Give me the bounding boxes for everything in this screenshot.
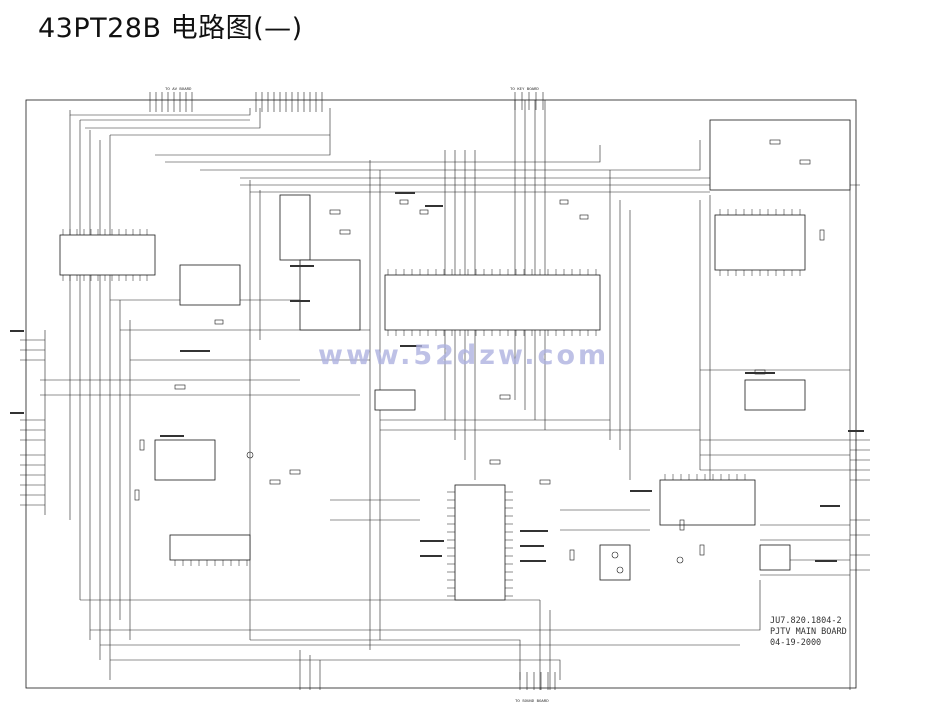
drawing-date: 04-19-2000: [770, 638, 821, 648]
passive-components: [134, 139, 825, 574]
drawing-number: JU7.820.1804-2: [770, 616, 842, 626]
connector-label-key: TO KEY BOARD: [510, 88, 539, 92]
wiring-traces: [20, 100, 870, 690]
board-name: PJTV MAIN BOARD: [770, 627, 847, 637]
page-title: 43PT28B 电路图(—): [38, 13, 303, 44]
ic-packages: [59, 119, 851, 601]
watermark-text: www.52dzw.com: [318, 340, 609, 371]
component-label-specks: [10, 192, 864, 562]
connector-label-av: TO AV BOARD: [165, 88, 192, 92]
board-outline: [25, 99, 857, 689]
connector-label-sound: TO SOUND BOARD: [515, 700, 549, 704]
ic-pins: [62, 209, 801, 597]
connector-pins: [149, 92, 556, 690]
